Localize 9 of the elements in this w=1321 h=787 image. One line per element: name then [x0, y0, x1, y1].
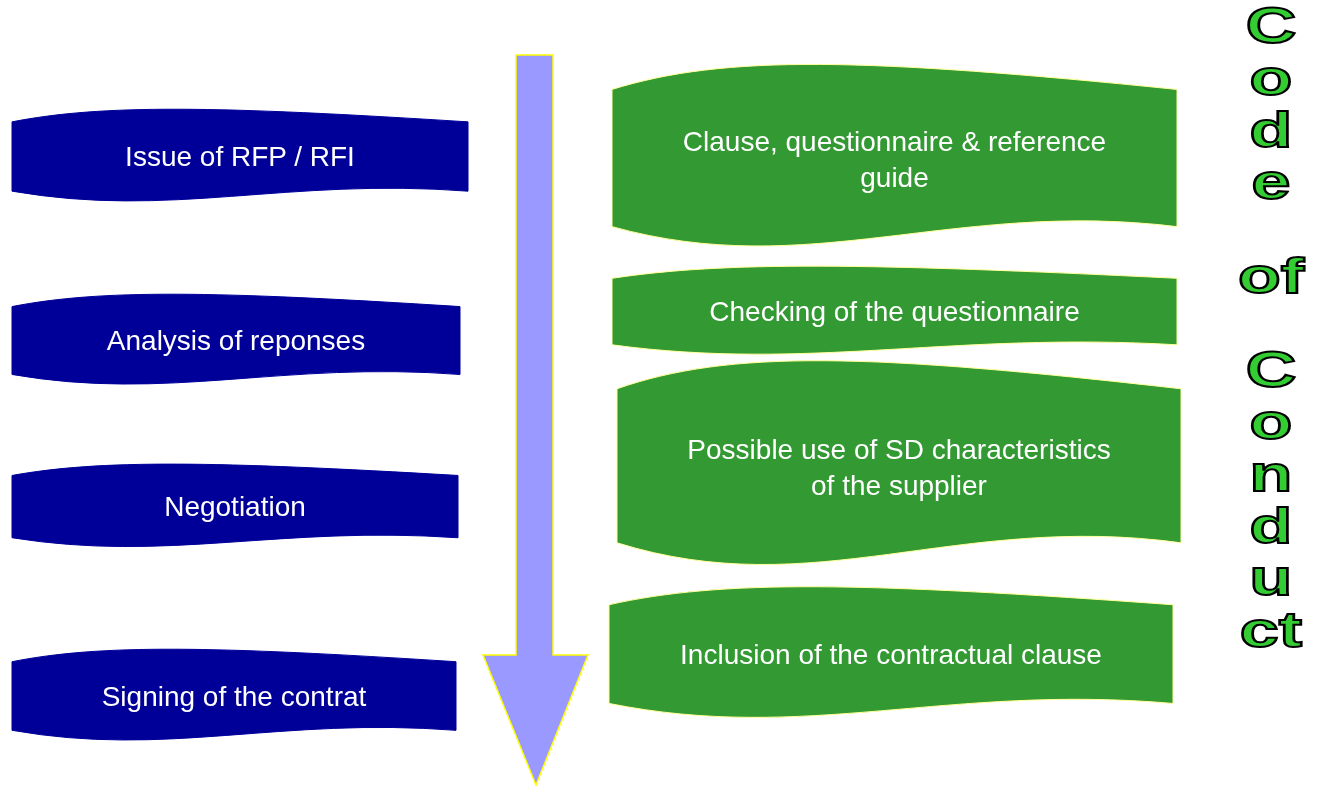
step-label: Negotiation — [164, 490, 306, 525]
step-label: Clause, questionnaire & reference guide — [681, 124, 1108, 195]
step-label: Signing of the contrat — [101, 679, 367, 714]
step-label: Checking of the questionnaire — [709, 295, 1080, 330]
step-label: Issue of RFP / RFI — [125, 140, 355, 175]
vertical-title: Code of Conduct — [1236, 0, 1306, 656]
step-label: Possible use of SD characteristics of the supplier — [687, 432, 1111, 503]
step-label: Analysis of reponses — [106, 324, 366, 359]
step-label: Inclusion of the contractual clause — [680, 638, 1102, 673]
